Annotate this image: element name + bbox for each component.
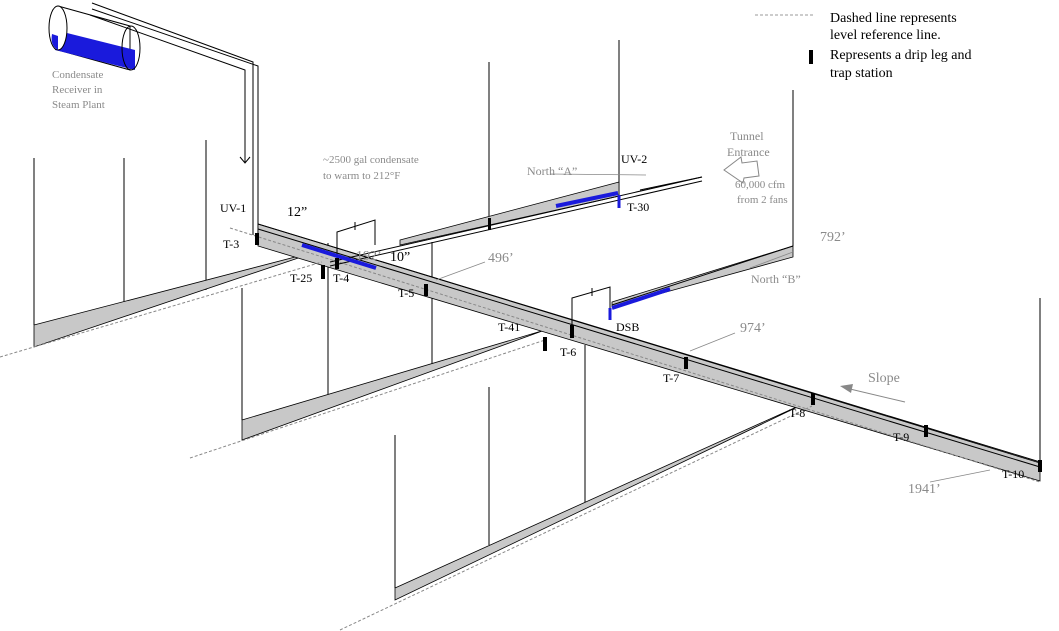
- legend-trap-text-1: Represents a drip leg and: [830, 48, 972, 63]
- tunnel-fans-2: from 2 fans: [737, 194, 788, 206]
- trap-marker-t41: [543, 337, 547, 351]
- station-t30: T-30: [627, 200, 649, 214]
- distance-792: 792’: [820, 230, 846, 245]
- condensate-note-1: ~2500 gal condensate: [323, 154, 419, 166]
- trap-marker-t25: [321, 265, 325, 279]
- station-t10: T-10: [1002, 467, 1024, 481]
- distance-192: 192’: [356, 249, 382, 264]
- distance-1941: 1941’: [908, 482, 941, 497]
- distance-974: 974’: [740, 321, 766, 336]
- annotations: ~2500 gal condensate to warm to 212°F No…: [287, 154, 941, 497]
- slope-wedges: [33, 181, 1041, 601]
- station-t7: T-7: [663, 371, 679, 385]
- station-t4: T-4: [333, 271, 349, 285]
- station-dsb: DSB: [616, 320, 639, 334]
- return-line: [89, 2, 259, 235]
- station-t6: T-6: [560, 345, 576, 359]
- tunnel-label-1: Tunnel: [730, 129, 764, 143]
- pipe-size-10: 10”: [390, 250, 410, 265]
- tunnel-label-2: Entrance: [727, 145, 770, 159]
- slope-label: Slope: [868, 371, 900, 386]
- receiver-label-2: Receiver in: [52, 84, 103, 96]
- slope-arrow: Slope: [840, 371, 906, 403]
- station-t3: T-3: [223, 237, 239, 251]
- trap-marker-t5: [424, 284, 428, 296]
- legend-dashed-text-1: Dashed line represents: [830, 11, 957, 26]
- trap-marker-t3: [255, 233, 259, 245]
- pipe-size-12: 12”: [287, 205, 307, 220]
- receiver-label-3: Steam Plant: [52, 99, 105, 111]
- trap-marker-north-a: [488, 218, 491, 230]
- main-pipe: [257, 176, 1041, 468]
- trap-markers: [255, 218, 1042, 472]
- station-labels: UV-1 UV-2 T-3 T-25 T-4 T-5 T-41 T-6 T-7 …: [220, 152, 1024, 481]
- trap-marker-t9: [924, 425, 928, 437]
- station-t25: T-25: [290, 271, 312, 285]
- trap-marker-t7: [684, 357, 688, 369]
- condensate-receiver: Condensate Receiver in Steam Plant: [48, 5, 141, 111]
- condensate-note-2: to warm to 212°F: [323, 170, 400, 182]
- station-t5: T-5: [398, 286, 414, 300]
- trap-marker-t8: [811, 393, 815, 405]
- tunnel-entrance: Tunnel Entrance 60,000 cfm from 2 fans: [639, 129, 788, 206]
- tunnel-fans-1: 60,000 cfm: [735, 179, 786, 191]
- receiver-label-1: Condensate: [52, 69, 103, 81]
- distance-leaders: [435, 173, 991, 483]
- legend-dashed-text-2: level reference line.: [830, 28, 941, 43]
- trap-marker-t6: [570, 325, 574, 338]
- north-b-label: North “B”: [751, 272, 801, 286]
- legend: Dashed line represents level reference l…: [755, 11, 972, 81]
- station-t8: T-8: [789, 406, 805, 420]
- legend-trap-text-2: trap station: [830, 66, 893, 81]
- station-uv2: UV-2: [621, 152, 647, 166]
- trap-marker-t10: [1038, 460, 1042, 472]
- station-t9: T-9: [893, 430, 909, 444]
- level-reference-lines: [0, 227, 1041, 631]
- legend-trap-marker: [809, 50, 813, 64]
- trap-marker-t4: [335, 258, 339, 269]
- distance-496: 496’: [488, 251, 514, 266]
- station-uv1: UV-1: [220, 201, 246, 215]
- hanger-lines: [33, 40, 1041, 588]
- station-t41: T-41: [498, 320, 520, 334]
- highlighted-pipe-sections: [301, 191, 671, 320]
- north-a-label: North “A”: [527, 164, 577, 178]
